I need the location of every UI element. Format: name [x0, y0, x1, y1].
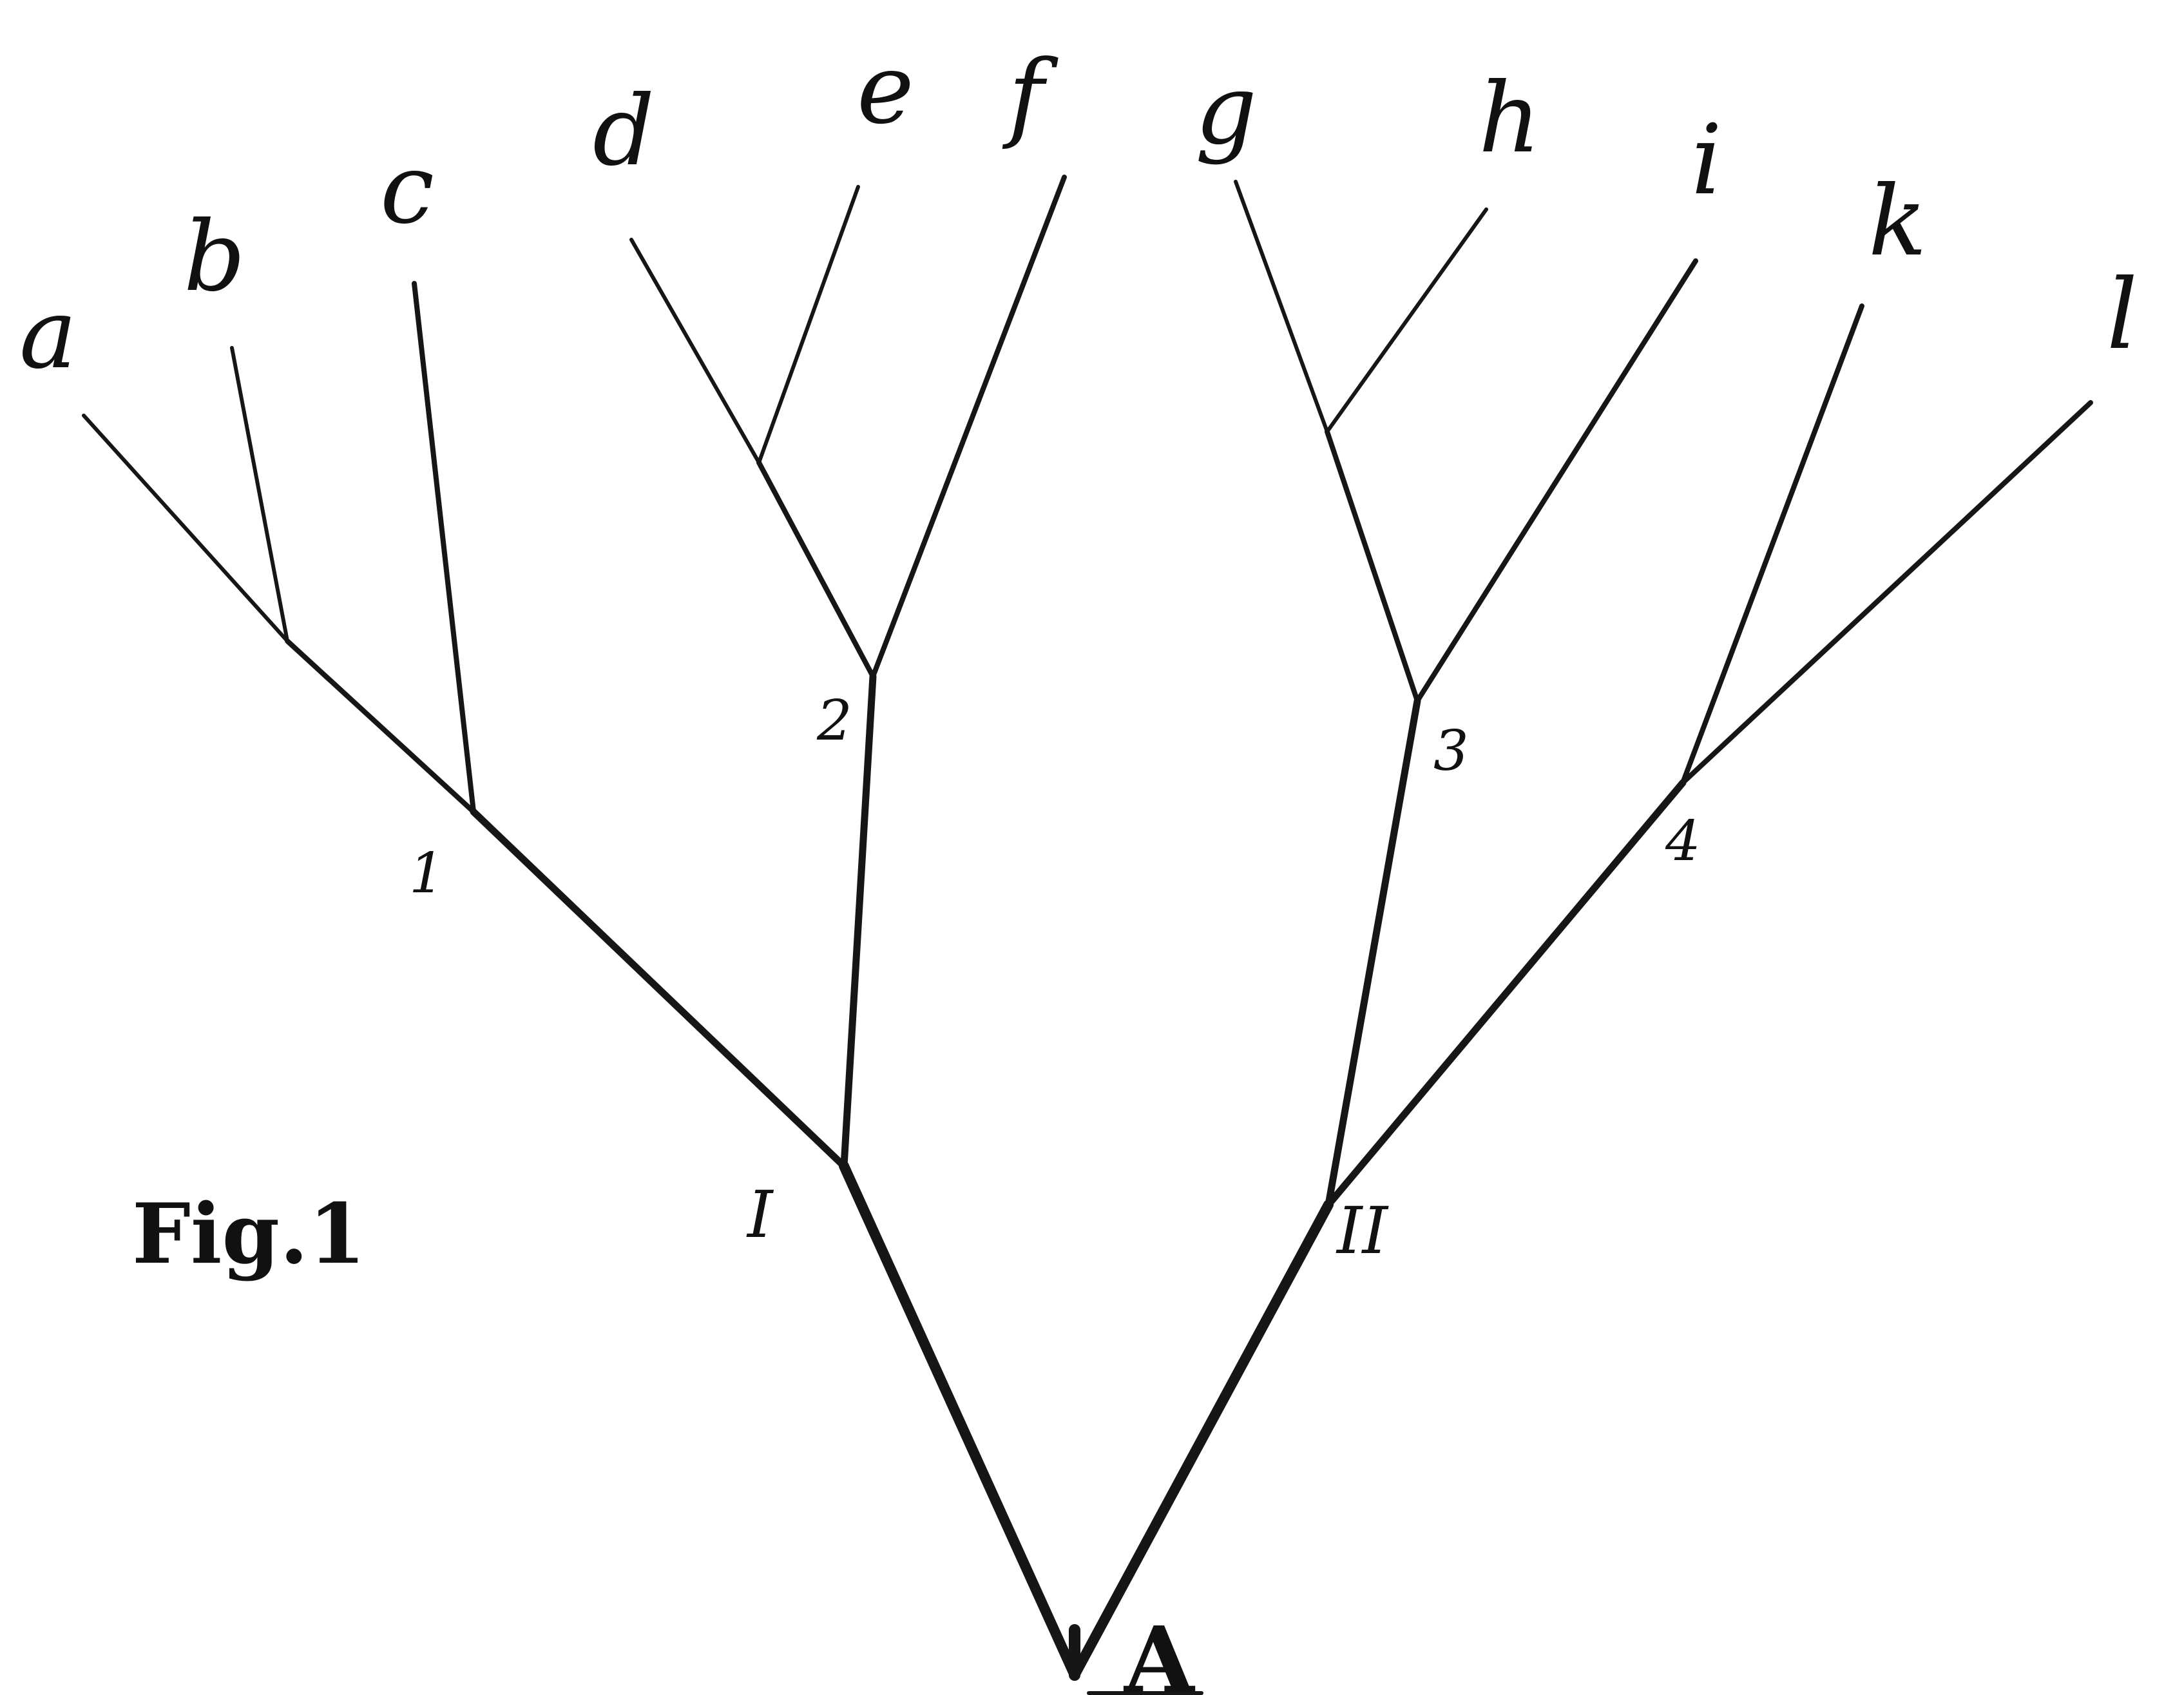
edge-jab-b — [230, 346, 289, 643]
edge-n4-l — [1680, 400, 2093, 785]
edge-jde-e — [757, 185, 860, 464]
edge-II-n4 — [1325, 779, 1687, 1209]
node-label-A: A — [1123, 1607, 1196, 1695]
leaf-label-b: b — [184, 201, 245, 313]
node-label-n1: 1 — [409, 841, 445, 906]
tree-edges — [82, 175, 2093, 1681]
edge-A-I — [839, 1161, 1080, 1680]
leaf-label-i: i — [1691, 104, 1722, 216]
node-label-n3: 3 — [1433, 719, 1469, 783]
edge-n3-jgh — [1325, 429, 1420, 704]
leaf-label-k: k — [1868, 166, 1927, 278]
edge-n1-c — [412, 281, 476, 814]
edge-jab-a — [82, 414, 289, 643]
leaf-label-a: a — [19, 278, 77, 390]
leaf-label-g: g — [1195, 54, 1257, 166]
node-label-n2: 2 — [816, 689, 852, 753]
edge-jde-d — [629, 238, 761, 464]
node-label-I: I — [746, 1177, 774, 1252]
edge-n1-jab — [285, 638, 476, 814]
leaf-label-f: f — [1002, 40, 1058, 152]
leaf-label-h: h — [1479, 62, 1541, 175]
node-label-II: II — [1336, 1193, 1390, 1269]
leaf-label-e: e — [857, 34, 914, 146]
edge-jgh-g — [1234, 180, 1329, 434]
leaf-label-d: d — [593, 75, 655, 187]
leaf-label-l: l — [2107, 259, 2138, 371]
figure-label: Fig.1 — [132, 1186, 366, 1283]
edge-I-n1 — [470, 808, 848, 1170]
leaf-label-c: c — [380, 133, 434, 245]
edge-I-n2 — [840, 673, 877, 1170]
edge-II-n3 — [1325, 697, 1421, 1209]
edge-n2-jde — [756, 460, 876, 679]
edge-n4-k — [1680, 303, 1864, 785]
edge-A-II — [1069, 1200, 1334, 1680]
node-label-n4: 4 — [1665, 809, 1701, 874]
edge-n2-f — [870, 175, 1067, 679]
edge-n3-i — [1415, 258, 1698, 704]
edge-jgh-h — [1325, 207, 1488, 434]
